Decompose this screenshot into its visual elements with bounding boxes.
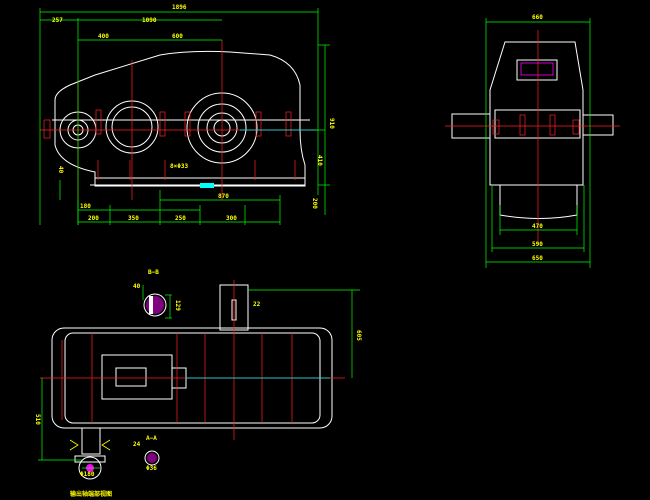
- plan-flange-bar: [74, 455, 106, 463]
- dim-b250: 250: [175, 215, 186, 222]
- side-view: 660 470 590 650: [445, 14, 620, 268]
- plan-cover-inner: [115, 367, 147, 387]
- plan-dim-lines: [38, 285, 360, 469]
- dim-b200: 200: [88, 215, 99, 222]
- plan-dim-510: 510: [34, 414, 41, 425]
- plan-dim-24: 24: [133, 441, 141, 448]
- dim-span-top: 1090: [142, 17, 157, 24]
- plan-dim-180: Φ180: [80, 471, 95, 478]
- base-hole-marker: [200, 183, 214, 188]
- dim-height-axis: 410: [316, 155, 323, 166]
- side-bearing-block: [494, 109, 581, 139]
- plan-bolts: [40, 280, 345, 440]
- plan-dim-22: 22: [253, 301, 261, 308]
- plan-bottom-shaft: [81, 427, 101, 455]
- section-b-label: B—B: [148, 269, 159, 276]
- section-a: [144, 450, 160, 466]
- plan-dim-129: 129: [174, 300, 181, 311]
- plan-dim-36: Φ36: [146, 465, 157, 472]
- front-view: 1896 257 1090 400 600 910 410 200 40 180…: [39, 4, 335, 225]
- dim-span-b: 600: [172, 33, 183, 40]
- side-dim-590: 590: [532, 241, 543, 248]
- dim-holes: 8×Φ33: [170, 163, 188, 170]
- plan-view: B—B A—A 40 129 22 605 510 24 Φ36 Φ180 输出…: [34, 269, 362, 498]
- side-housing: [489, 41, 584, 186]
- side-centerlines: [445, 30, 620, 245]
- dim-left-ext: 257: [52, 17, 63, 24]
- dim-height-total: 910: [328, 118, 335, 129]
- side-cap: [516, 59, 558, 81]
- dim-height-base: 200: [311, 198, 318, 209]
- dim-overall-length: 1896: [172, 4, 187, 11]
- dim-base-180: 180: [80, 203, 91, 210]
- side-dim-lines: [485, 18, 591, 268]
- section-b: [143, 293, 167, 317]
- bolts: [43, 109, 296, 180]
- section-arrow-right: [101, 439, 111, 451]
- dim-b300: 300: [226, 215, 237, 222]
- dim-span-a: 400: [98, 33, 109, 40]
- dim-small-40: 40: [57, 166, 64, 174]
- side-output-shaft: [582, 114, 614, 136]
- plan-bottom-flange: [78, 456, 102, 480]
- side-dim-650: 650: [532, 255, 543, 262]
- section-a-label: A—A: [146, 435, 157, 442]
- dim-b870: 870: [218, 193, 229, 200]
- side-dim-top: 660: [532, 14, 543, 21]
- plan-dim-605: 605: [355, 330, 362, 341]
- front-dim-lines: [39, 8, 330, 225]
- plan-dim-40: 40: [133, 283, 141, 290]
- dim-b350: 350: [128, 215, 139, 222]
- section-arrow-left: [69, 439, 79, 451]
- side-cap-inner: [520, 62, 554, 76]
- side-base: [499, 185, 578, 219]
- side-dim-470: 470: [532, 223, 543, 230]
- plan-caption: 输出轴端部视图: [70, 490, 112, 498]
- housing-outline: [54, 50, 306, 186]
- plan-cover: [101, 354, 173, 400]
